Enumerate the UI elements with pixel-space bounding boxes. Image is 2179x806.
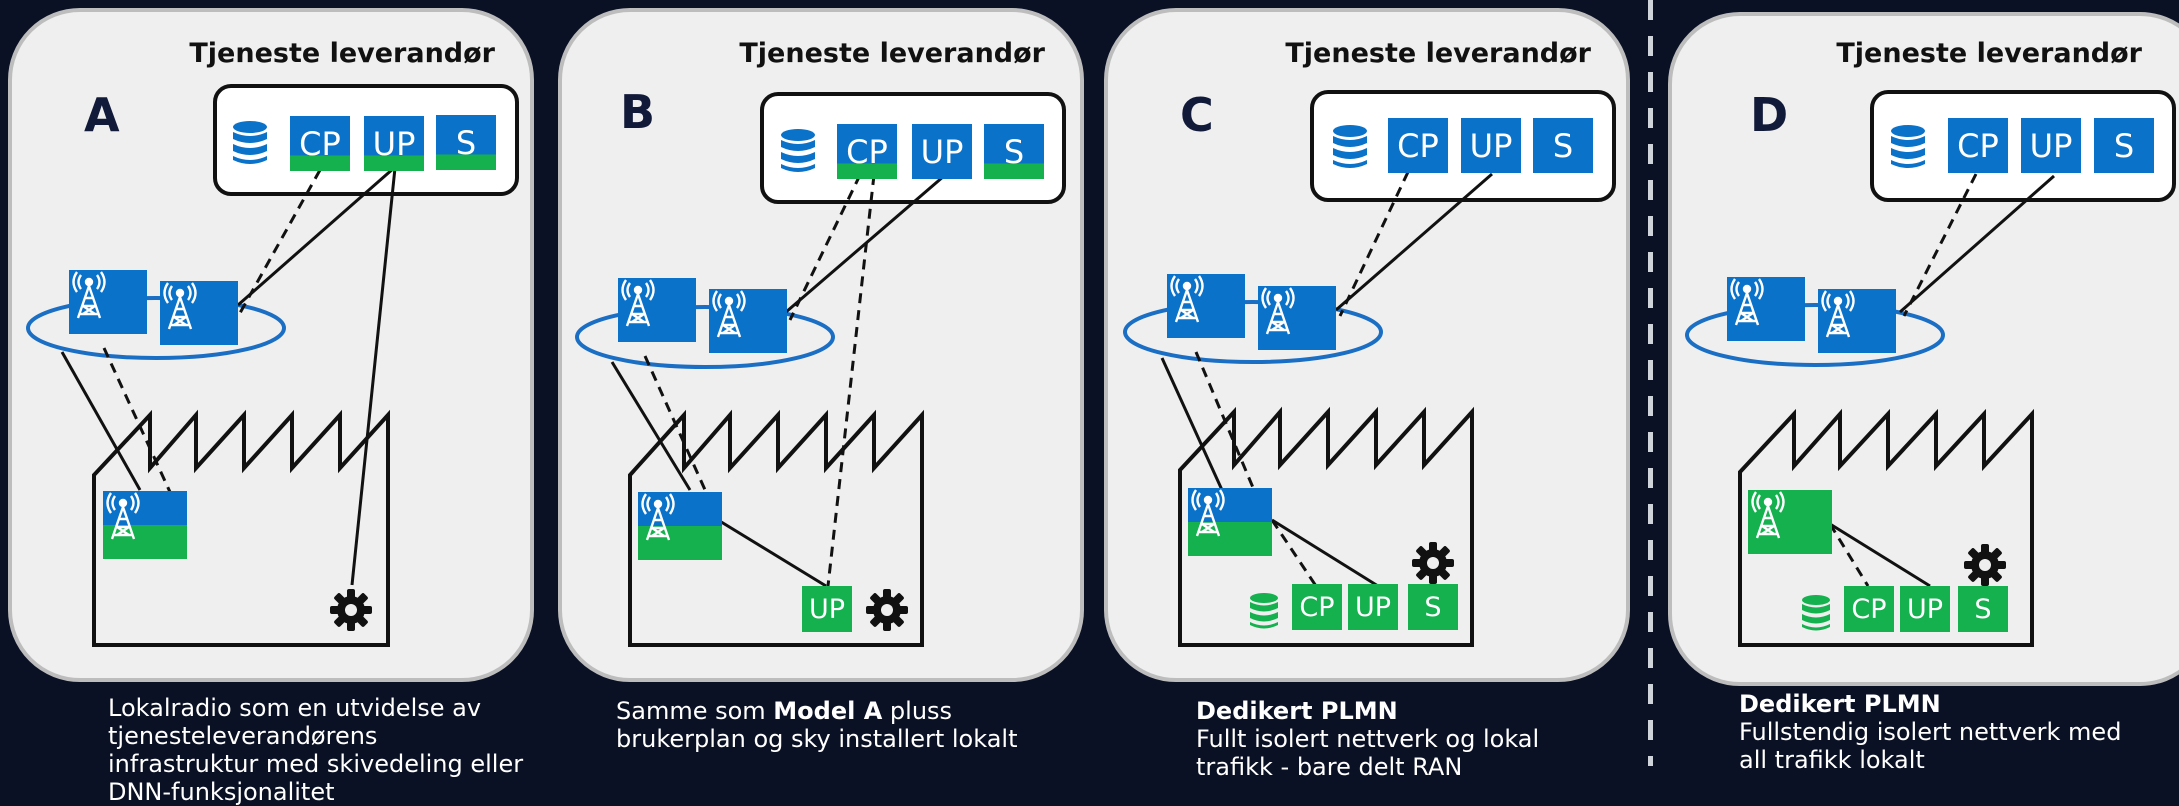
local-antenna xyxy=(103,491,187,559)
s-box: S xyxy=(2094,118,2154,173)
cp-box: CP xyxy=(1948,118,2008,173)
up-box: UP xyxy=(364,116,424,171)
caption-d-body: Fullstendig isolert nettverk med all tra… xyxy=(1739,718,2122,774)
antenna-icon xyxy=(1261,287,1295,335)
up-box: UP xyxy=(912,124,972,179)
model-letter: D xyxy=(1750,88,1789,142)
section-divider xyxy=(1648,0,1653,766)
s-box: S xyxy=(1533,118,1593,173)
antenna-tower xyxy=(709,289,787,353)
caption-b-pre: Samme som xyxy=(616,697,774,725)
antenna-icon xyxy=(1821,290,1855,338)
caption-c-bold: Dedikert PLMN xyxy=(1196,697,1398,725)
model-letter: B xyxy=(620,85,656,139)
up-box: UP xyxy=(2021,118,2081,173)
panel-d: Tjeneste leverandør D CP UP S CP UP S xyxy=(1660,0,2179,690)
local-up-box: UP xyxy=(1348,584,1398,630)
antenna-icon xyxy=(1751,491,1785,539)
antenna-tower xyxy=(1818,289,1896,353)
antenna-icon xyxy=(163,282,197,330)
caption-b: Samme som Model A pluss brukerplan og sk… xyxy=(616,697,1017,753)
caption-d: Dedikert PLMN Fullstendig isolert nettve… xyxy=(1739,690,2121,774)
s-box: S xyxy=(984,124,1044,179)
caption-c-body: Fullt isolert nettverk og lokal trafikk … xyxy=(1196,725,1540,781)
local-s-box: S xyxy=(1408,584,1458,630)
local-cp-box: CP xyxy=(1844,586,1894,632)
up-box: UP xyxy=(1461,118,1521,173)
local-up-box: UP xyxy=(1900,586,1950,632)
caption-a: Lokalradio som en utvidelse av tjenestel… xyxy=(108,694,524,806)
local-antenna xyxy=(1748,490,1832,554)
caption-b-bold: Model A xyxy=(773,697,883,725)
antenna-tower xyxy=(1727,277,1805,341)
antenna-tower xyxy=(618,278,696,342)
antenna-tower xyxy=(1167,274,1245,338)
antenna-icon xyxy=(1170,275,1204,323)
antenna-tower xyxy=(69,270,147,334)
panel-c: Tjeneste leverandør C CP UP S CP UP S xyxy=(1096,0,1636,690)
model-letter: C xyxy=(1180,88,1214,142)
cp-box: CP xyxy=(290,116,350,171)
model-letter: A xyxy=(84,88,120,142)
antenna-icon xyxy=(1191,489,1225,537)
caption-d-bold: Dedikert PLMN xyxy=(1739,690,1941,718)
service-provider-title: Tjeneste leverandør xyxy=(189,38,495,69)
local-antenna xyxy=(638,492,722,560)
antenna-icon xyxy=(106,492,140,540)
antenna-tower xyxy=(160,281,238,345)
service-provider-title: Tjeneste leverandør xyxy=(1836,38,2142,69)
local-s-box: S xyxy=(1958,586,2008,632)
panel-a: Tjeneste leverandør A CP UP S xyxy=(0,0,540,690)
panel-b: Tjeneste leverandør B CP UP S UP xyxy=(550,0,1090,690)
panel-a-drawing xyxy=(8,8,534,682)
caption-c: Dedikert PLMN Fullt isolert nettverk og … xyxy=(1196,697,1539,781)
antenna-icon xyxy=(72,271,106,319)
caption-b-post: pluss brukerplan og sky installert lokal… xyxy=(616,697,1018,753)
local-cp-box: CP xyxy=(1292,584,1342,630)
antenna-icon xyxy=(712,290,746,338)
antenna-tower xyxy=(1258,286,1336,350)
service-provider-title: Tjeneste leverandør xyxy=(739,38,1045,69)
antenna-icon xyxy=(621,279,655,327)
cp-box: CP xyxy=(1388,118,1448,173)
local-antenna xyxy=(1188,488,1272,556)
local-up-box: UP xyxy=(802,586,852,632)
antenna-icon xyxy=(1730,278,1764,326)
service-provider-title: Tjeneste leverandør xyxy=(1285,38,1591,69)
antenna-icon xyxy=(641,493,675,541)
s-box: S xyxy=(436,115,496,170)
cp-box: CP xyxy=(837,124,897,179)
